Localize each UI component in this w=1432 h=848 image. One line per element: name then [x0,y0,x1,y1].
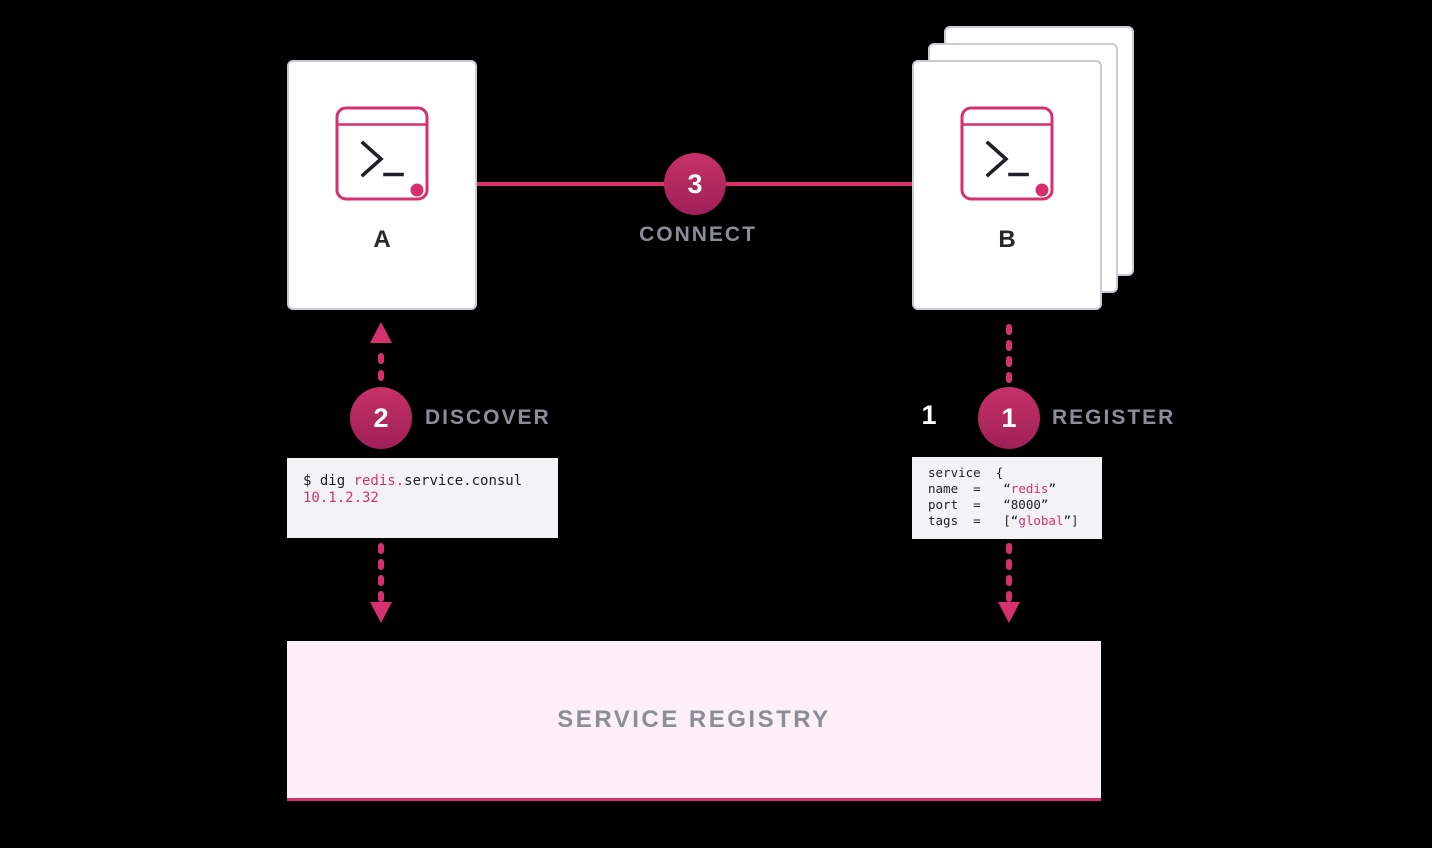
dotted-line-segment [1006,324,1012,335]
node-b-card: B [912,60,1102,310]
discover-label: DISCOVER [425,406,551,429]
code-token: redis. [353,473,405,489]
dotted-line-segment [378,559,384,570]
terminal-icon [335,106,429,201]
node-b-label: B [998,226,1016,253]
code-token: global [1018,513,1064,528]
register-label: REGISTER [1052,406,1176,429]
connect-step-number: 3 [687,168,703,199]
code-token: service { [928,465,1004,480]
dotted-line-segment [378,591,384,602]
dotted-line-segment [1006,340,1012,351]
code-token: $ dig [303,473,354,489]
code-token: tags = [“ [928,513,1019,528]
dotted-line-segment [378,353,384,364]
arrow-down-to-registry-icon [998,602,1020,623]
dotted-line-segment [1006,559,1012,570]
code-token: port = “8000” [928,497,1049,512]
dotted-line-segment [1006,372,1012,383]
dotted-line-segment [378,575,384,586]
service-registry-box: SERVICE REGISTRY [287,641,1101,801]
dotted-line-segment [378,370,384,381]
dotted-line-segment [1006,575,1012,586]
code-token: service.consul [404,473,523,489]
discover-step-badge: 2 [350,387,412,449]
arrow-down-to-registry-icon [370,602,392,623]
dotted-line-segment [1006,543,1012,554]
register-step-number: 1 [1001,402,1017,433]
code-token: name = “ [928,481,1011,496]
arrow-up-to-node-a-icon [370,322,392,343]
service-registry-label: SERVICE REGISTRY [557,705,831,733]
dotted-line-segment [1006,356,1012,367]
code-token: ” [1048,481,1056,496]
register-outside-number: 1 [921,400,937,430]
node-a-label: A [373,226,391,253]
code-token: ”] [1063,513,1079,528]
code-token: redis [1010,481,1049,496]
dotted-line-segment [378,543,384,554]
service-definition-code-block: service {name = “redis”port = “8000”tags… [912,457,1102,539]
discover-step-number: 2 [373,402,389,433]
node-a-card: A [287,60,477,310]
register-step-badge: 1 [978,387,1040,449]
dig-command-code-block: $ dig redis.service.consul 10.1.2.32 [287,458,558,538]
code-token: 10.1.2.32 [303,490,379,506]
terminal-icon [960,106,1054,201]
connect-step-badge: 3 [664,153,726,215]
dotted-line-segment [1006,591,1012,602]
connect-label: CONNECT [639,223,757,246]
